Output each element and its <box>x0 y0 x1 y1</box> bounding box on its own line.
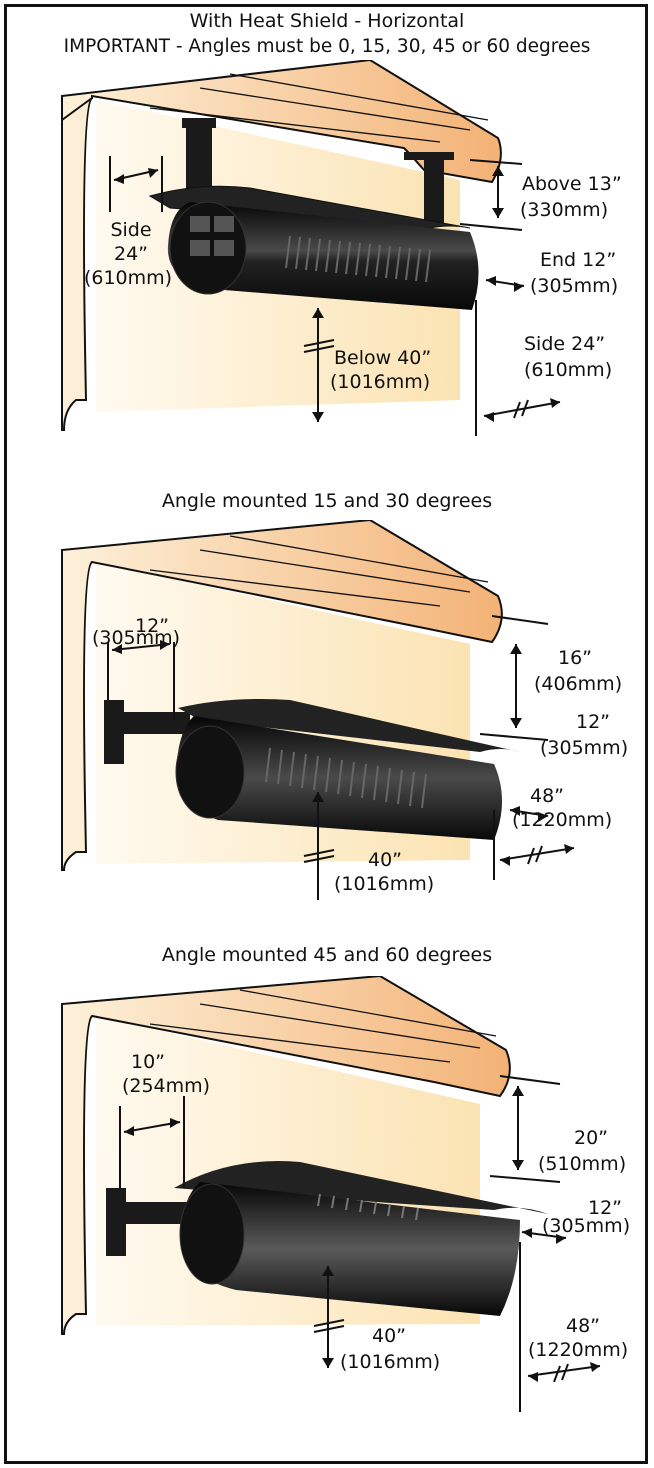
heater <box>180 1182 520 1316</box>
below-label-2: (1016mm) <box>340 1351 440 1373</box>
ceiling <box>61 976 511 1335</box>
side-left-label-2: 24” <box>114 243 148 265</box>
heater <box>167 202 479 310</box>
below-label-1: Below 40” <box>334 347 431 369</box>
side-right-label-1: Side 24” <box>524 333 605 355</box>
above-label-1: Above 13” <box>522 173 622 195</box>
end-label-1: 12” <box>576 711 610 733</box>
above-label-1: 20” <box>574 1127 608 1149</box>
side-right-label-2: (610mm) <box>524 359 612 381</box>
section3-diagram: 10” (254mm) 20” (510mm) 12” (305mm) 40” … <box>61 976 630 1412</box>
side-left-label-2: (305mm) <box>92 627 180 649</box>
below-label-1: 40” <box>368 849 402 871</box>
section2-title: Angle mounted 15 and 30 degrees <box>161 490 493 512</box>
side-left-label-2: (254mm) <box>122 1075 210 1097</box>
ceiling <box>61 520 503 871</box>
section3-title: Angle mounted 45 and 60 degrees <box>161 944 493 966</box>
wall-bracket <box>106 1188 126 1256</box>
side-right-label-2: (1220mm) <box>512 809 612 831</box>
end-label-1: 12” <box>588 1197 622 1219</box>
important-note: IMPORTANT - Angles must be 0, 15, 30, 45… <box>63 36 591 57</box>
section1-title: With Heat Shield - Horizontal <box>189 10 465 32</box>
wall-bracket <box>104 700 124 764</box>
below-label-1: 40” <box>372 1325 406 1347</box>
side-right-label-1: 48” <box>566 1315 600 1337</box>
side-left-label-1: 12” <box>135 615 169 637</box>
bracket-right <box>424 160 444 224</box>
section1-diagram: Side 24” (610mm) Above 13” (330mm) End 1… <box>61 60 622 436</box>
section2-diagram: 12” (305mm) 16” (406mm) 12” (305mm) 40” … <box>61 520 628 900</box>
below-label-2: (1016mm) <box>330 371 430 393</box>
side-right-label-1: 48” <box>530 785 564 807</box>
side-right-label-2: (1220mm) <box>528 1339 628 1361</box>
end-label-2: (305mm) <box>540 737 628 759</box>
above-label-1: 16” <box>558 647 592 669</box>
end-label-2: (305mm) <box>542 1215 630 1237</box>
end-label-2: (305mm) <box>530 275 618 297</box>
above-label-2: (406mm) <box>534 673 622 695</box>
side-left-label-3: (610mm) <box>84 267 172 289</box>
side-left-label-1: 10” <box>131 1051 165 1073</box>
above-label-2: (510mm) <box>538 1153 626 1175</box>
below-label-2: (1016mm) <box>334 873 434 895</box>
above-label-2: (330mm) <box>520 199 608 221</box>
side-left-label-1: Side <box>110 219 151 241</box>
end-label-1: End 12” <box>540 249 616 271</box>
bracket-left <box>186 124 212 194</box>
